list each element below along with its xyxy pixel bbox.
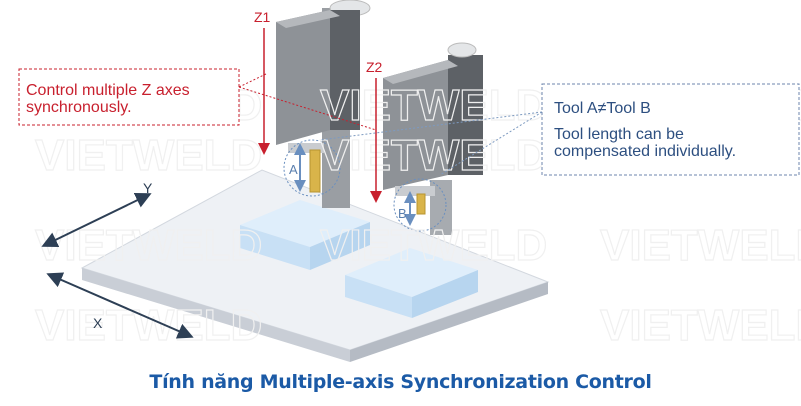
- figure-caption: Tính năng Multiple-axis Synchronization …: [149, 371, 652, 393]
- x-axis-label: X: [93, 315, 103, 331]
- y-axis-arrow: [41, 193, 152, 247]
- svg-text:VIETWELD: VIETWELD: [320, 221, 547, 270]
- y-axis-label: Y: [143, 180, 153, 196]
- callout-left-line1: Control multiple Z axes: [26, 82, 190, 99]
- workpiece-2: [345, 248, 478, 318]
- workpiece-1: [240, 200, 370, 270]
- z1-label: Z1: [254, 9, 271, 25]
- tool-a-label: A: [289, 162, 298, 177]
- svg-text:VIETWELD: VIETWELD: [35, 131, 262, 180]
- svg-text:VIETWELD: VIETWELD: [320, 81, 547, 130]
- x-axis-arrow: [46, 272, 194, 339]
- z2-head: B: [383, 42, 483, 235]
- svg-text:VIETWELD: VIETWELD: [600, 221, 801, 270]
- callout-sync-z: Control multiple Z axes synchronously.: [18, 68, 377, 131]
- svg-text:VIETWELD: VIETWELD: [35, 221, 262, 270]
- callout-right-line2: compensated individually.: [554, 143, 736, 160]
- callout-left-line2: synchronously.: [26, 99, 132, 116]
- svg-text:VIETWELD: VIETWELD: [320, 131, 547, 180]
- callout-tool-length: Tool A≠Tool B Tool length can be compens…: [319, 83, 800, 176]
- callout-right-line1: Tool length can be: [554, 126, 684, 143]
- tool-b-label: B: [398, 206, 407, 221]
- svg-text:VIETWELD: VIETWELD: [35, 301, 262, 350]
- callout-right-title: Tool A≠Tool B: [554, 100, 651, 117]
- svg-text:VIETWELD: VIETWELD: [600, 301, 801, 350]
- z2-label: Z2: [366, 59, 383, 75]
